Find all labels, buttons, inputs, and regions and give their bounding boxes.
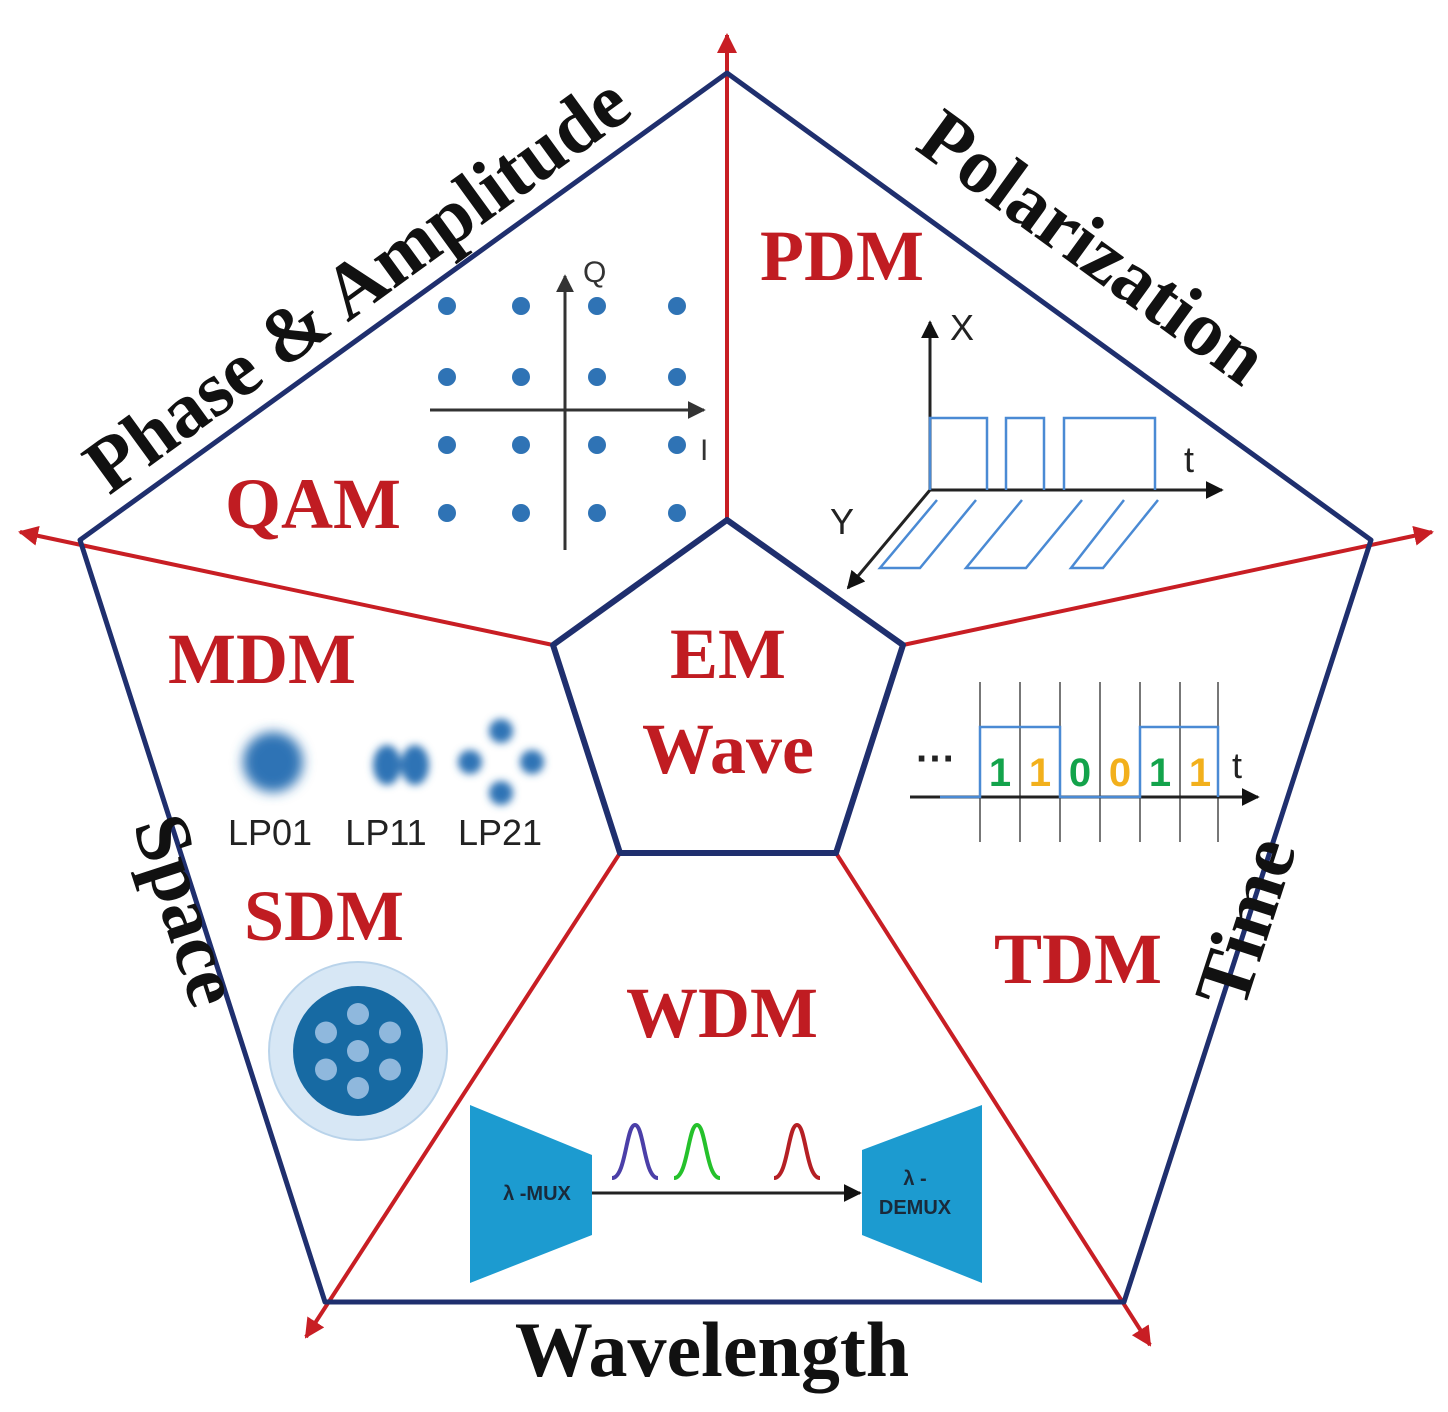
- dimension-polarization: Polarization: [903, 92, 1284, 402]
- fiber-core: [379, 1058, 401, 1081]
- dimension-phase-amplitude: Phase & Amplitude: [68, 57, 645, 509]
- wdm-peak-red: [773, 1122, 821, 1180]
- qam-dot: [512, 504, 530, 522]
- wdm-mux-box: [470, 1105, 592, 1283]
- center-label-em: EM: [670, 614, 786, 694]
- sdm-multicore-fiber: [268, 961, 448, 1141]
- wdm-demux-label-2: DEMUX: [879, 1197, 952, 1219]
- tdm-bit: 1: [1189, 751, 1211, 795]
- mode-lp21-label: LP21: [458, 812, 542, 853]
- mode-lp01-label: LP01: [228, 812, 312, 853]
- tdm-t-label: t: [1232, 745, 1242, 786]
- label-mdm: MDM: [168, 619, 356, 699]
- pdm-x-pulses: [928, 416, 1157, 490]
- label-qam: QAM: [225, 464, 401, 544]
- qam-dot: [588, 436, 606, 454]
- pdm-y-axis: [846, 489, 932, 590]
- qam-q-label: Q: [583, 256, 606, 289]
- qam-dot: [512, 368, 530, 386]
- qam-dot: [438, 368, 456, 386]
- qam-dot: [668, 504, 686, 522]
- pdm-graphic: X t Y: [830, 307, 1224, 590]
- fiber-cores: [315, 1003, 401, 1099]
- tdm-bit: 1: [1029, 751, 1051, 795]
- tdm-bit: 1: [989, 751, 1011, 795]
- qam-dot: [668, 297, 686, 315]
- qam-dot: [668, 368, 686, 386]
- dimension-time: Time: [1177, 827, 1313, 1017]
- fiber-core: [379, 1021, 401, 1044]
- pdm-t-label: t: [1184, 439, 1194, 480]
- wdm-mux-label: λ -MUX: [503, 1183, 571, 1205]
- qam-dot: [438, 504, 456, 522]
- label-pdm: PDM: [760, 216, 924, 296]
- qam-dot: [668, 436, 686, 454]
- qam-dot: [512, 436, 530, 454]
- dimension-wavelength: Wavelength: [515, 1306, 909, 1393]
- qam-dot: [588, 504, 606, 522]
- tdm-time-slots: [979, 682, 1219, 842]
- dimension-arrows: [18, 33, 1434, 1347]
- fiber-core: [315, 1021, 337, 1044]
- tdm-pulse-outline: [940, 725, 1220, 799]
- pdm-x-label: X: [950, 307, 974, 348]
- qam-dot: [438, 297, 456, 315]
- arrow-bottom-left: [304, 851, 622, 1339]
- tdm-ellipsis: ···: [916, 737, 956, 781]
- fiber-core: [347, 1003, 369, 1025]
- fiber-core: [347, 1077, 369, 1099]
- qam-dot: [588, 368, 606, 386]
- outer-pentagon: [77, 70, 1374, 1305]
- mode-lp11-pattern: [373, 745, 429, 785]
- tdm-bit: 0: [1069, 751, 1091, 795]
- qam-dot: [588, 297, 606, 315]
- mode-lp01-pattern: [243, 732, 303, 792]
- mode-lp11-label: LP11: [345, 812, 426, 853]
- tdm-bit: 1: [1149, 751, 1171, 795]
- mdm-modes: LP01 LP11 LP21: [228, 719, 544, 853]
- wdm-system: λ -MUX λ - DEMUX: [470, 1105, 982, 1283]
- qam-dots: [438, 297, 686, 522]
- center-label-wave: Wave: [642, 709, 814, 789]
- mode-lp21-pattern: [458, 719, 544, 805]
- wdm-peak-violet: [611, 1122, 659, 1180]
- qam-i-label: I: [700, 434, 708, 467]
- pdm-y-pulses: [877, 499, 1159, 570]
- fiber-core: [347, 1040, 369, 1062]
- wdm-peak-green: [673, 1122, 721, 1180]
- label-tdm: TDM: [994, 919, 1162, 999]
- fiber-core: [315, 1058, 337, 1081]
- label-wdm: WDM: [626, 973, 818, 1053]
- arrow-bottom-right: [834, 851, 1152, 1347]
- tdm-bit: 0: [1109, 751, 1131, 795]
- label-sdm: SDM: [244, 876, 404, 956]
- qam-constellation: Q I: [430, 256, 708, 550]
- qam-dot: [512, 297, 530, 315]
- wdm-demux-label-1: λ -: [903, 1168, 926, 1190]
- arrow-left: [18, 525, 554, 647]
- qam-dot: [438, 436, 456, 454]
- wdm-demux-box: [862, 1105, 982, 1283]
- arrow-right: [902, 525, 1434, 647]
- inner-pentagon: [550, 517, 906, 856]
- pdm-y-label: Y: [830, 501, 854, 542]
